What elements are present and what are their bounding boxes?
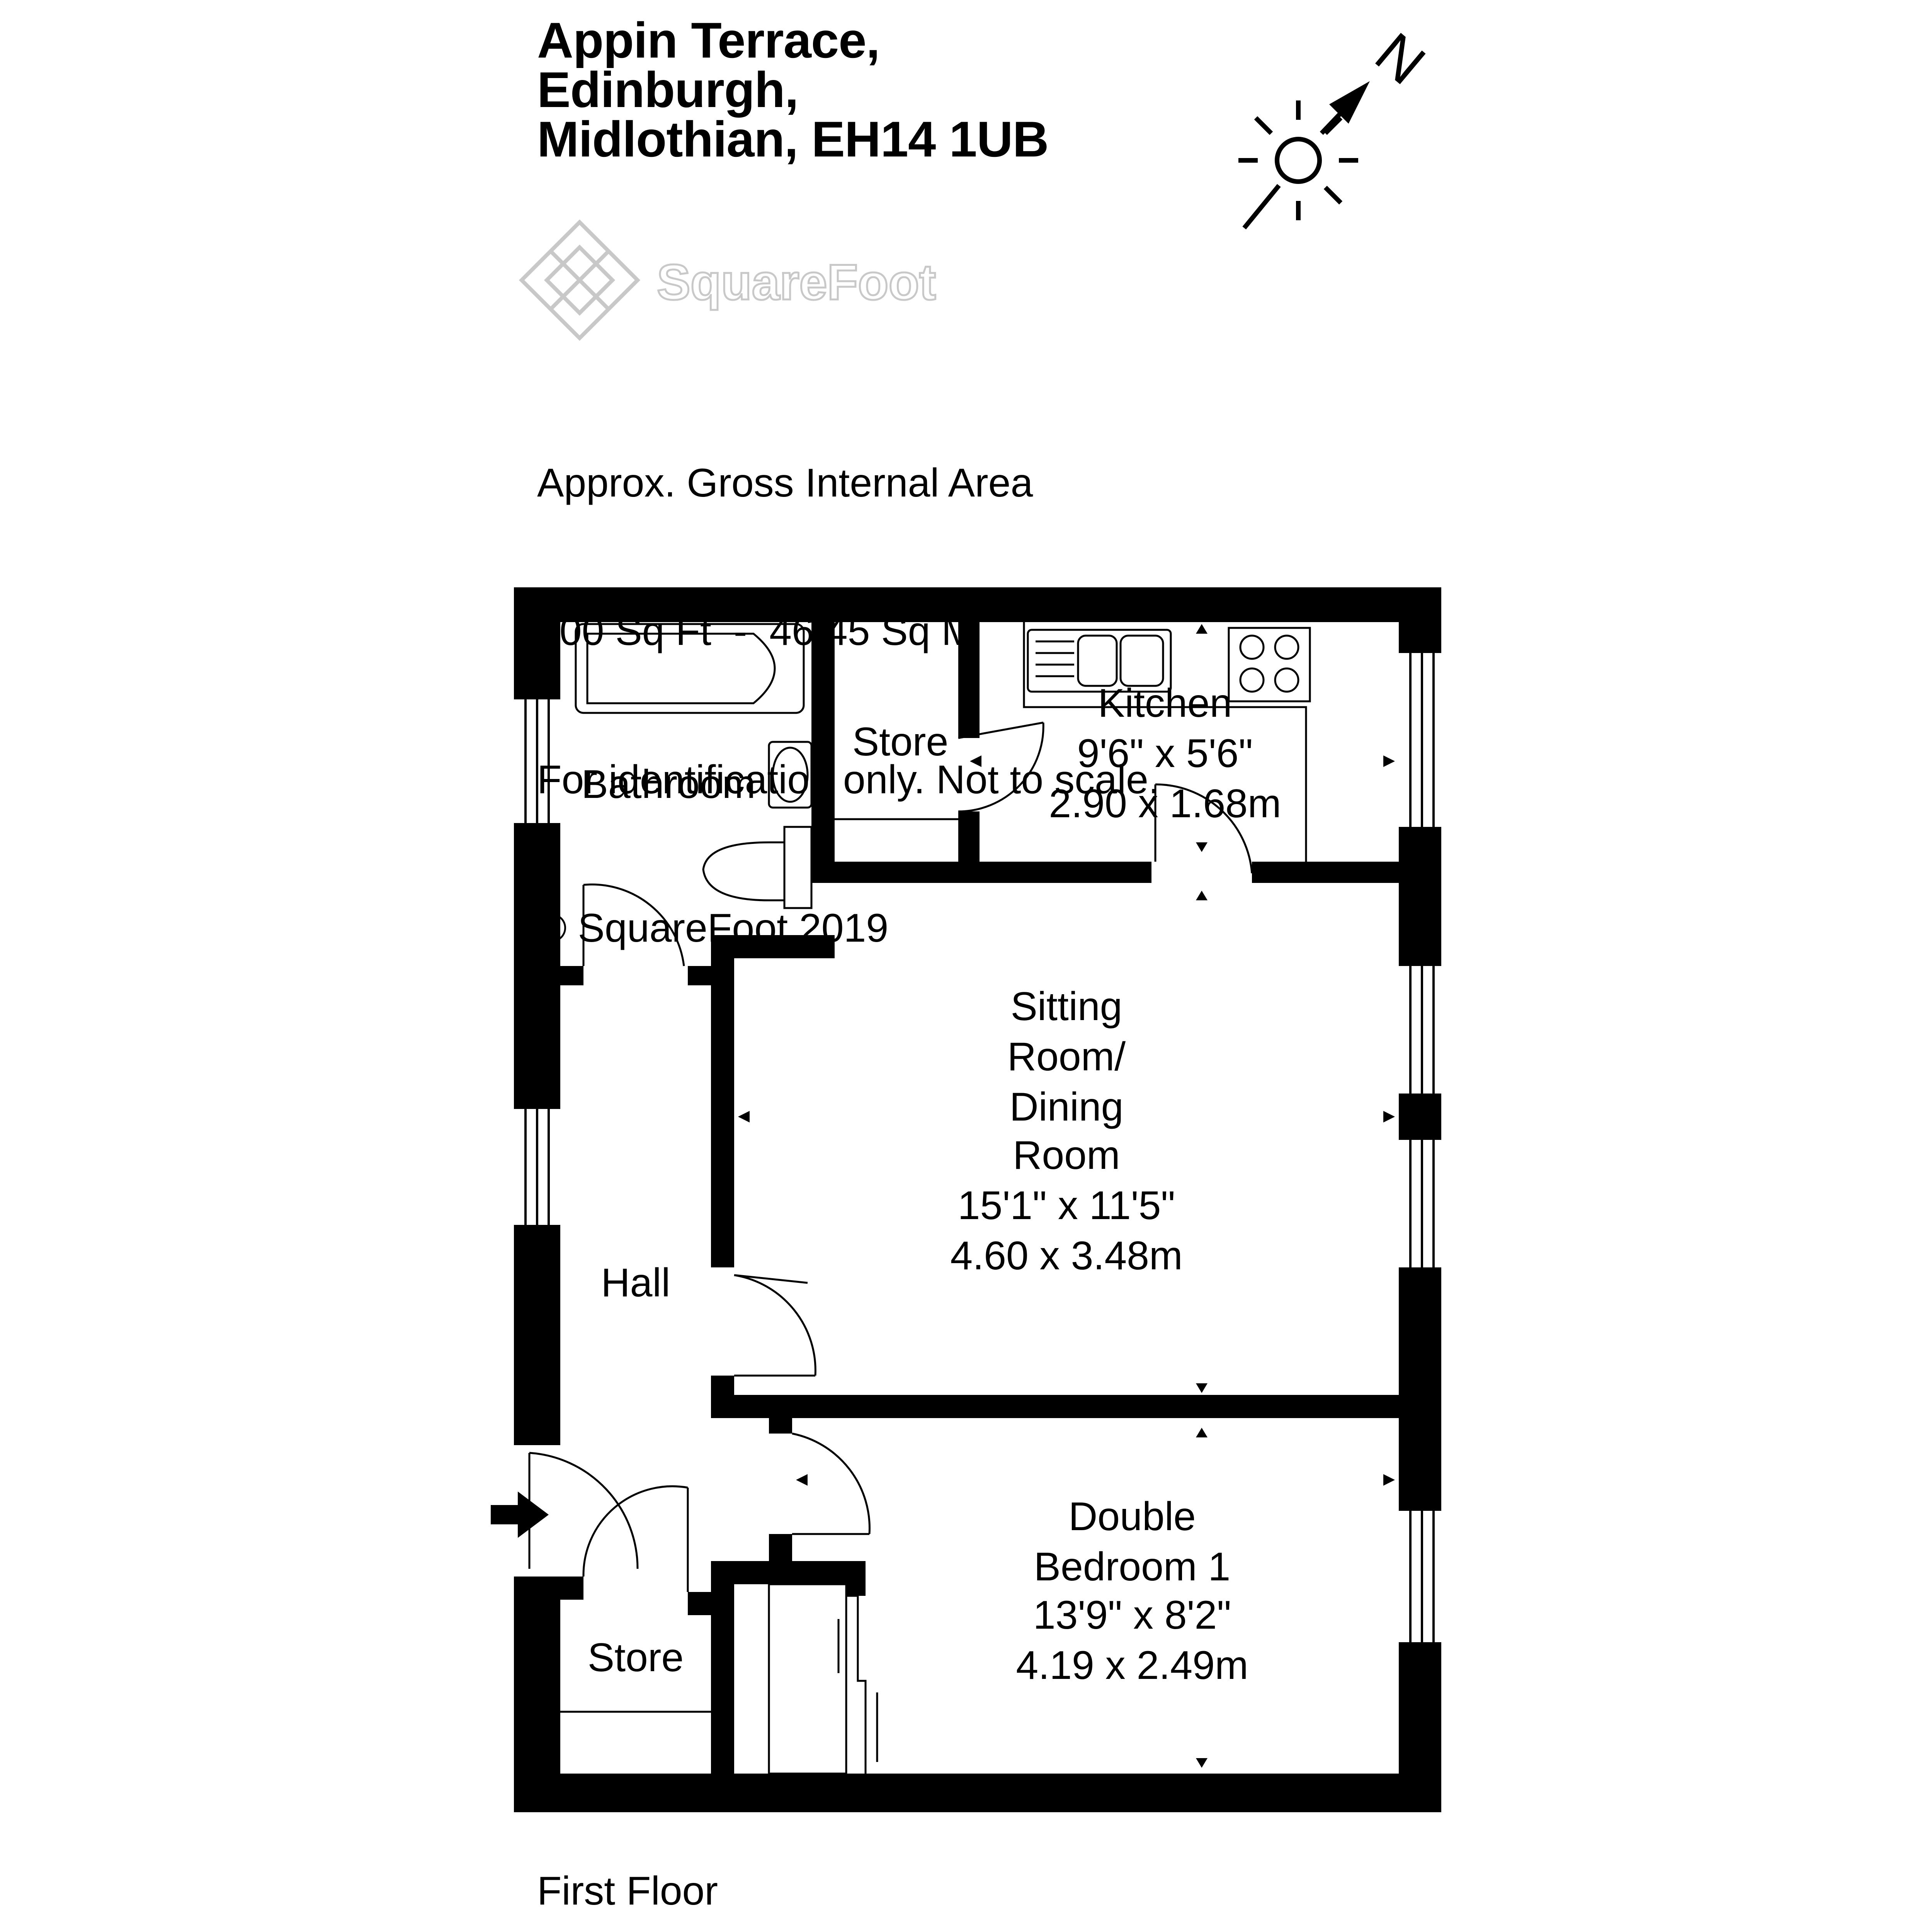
address-line-3: Midlothian, EH14 1UB <box>537 111 1049 167</box>
bedroom-label-line-1: Double <box>1068 1494 1196 1539</box>
kitchen-dimensions-imperial: 9'6" x 5'6" <box>1077 731 1253 776</box>
toilet-icon <box>702 826 813 909</box>
sitting-label-line-4: Room <box>1013 1133 1120 1178</box>
bathroom-label: Bathroom <box>582 762 756 807</box>
store-top-label: Store <box>852 719 949 764</box>
entrance-arrow-icon <box>491 1492 549 1538</box>
windows <box>524 653 1435 1642</box>
kitchen-dimensions-metric: 2.90 x 1.68m <box>1049 781 1281 826</box>
logo-diamond-icon <box>519 219 641 341</box>
area-info-block: Approx. Gross Internal Area 500 Sq Ft - … <box>537 359 1160 1002</box>
logo-text: SquareFoot <box>657 254 936 310</box>
fixtures <box>560 622 1311 1777</box>
hall-label: Hall <box>601 1260 670 1305</box>
sitting-label-line-1: Sitting <box>1010 984 1122 1029</box>
sitting-dimensions-imperial: 15'1" x 11'5" <box>958 1183 1175 1228</box>
bathtub-icon <box>575 623 805 714</box>
dimension-markers <box>738 624 1395 1768</box>
address-block: Appin Terrace, Edinburgh, Midlothian, EH… <box>537 12 1049 167</box>
address-line-1: Appin Terrace, <box>537 12 880 68</box>
store-bottom-label: Store <box>588 1635 684 1680</box>
kitchen-worktop <box>1023 622 1307 862</box>
wardrobe <box>768 1583 878 1777</box>
bedroom-label-line-2: Bedroom 1 <box>1034 1544 1231 1589</box>
compass-north-icon: N <box>1238 20 1437 230</box>
sitting-label-line-3: Dining <box>1010 1085 1124 1129</box>
compass-letter: N <box>1364 20 1437 97</box>
bedroom-dimensions-metric: 4.19 x 2.49m <box>1016 1643 1248 1688</box>
hob-icon <box>1228 627 1311 702</box>
area-info-line-3: For identification only. Not to scale. <box>537 757 1160 802</box>
doors <box>528 721 1253 1592</box>
sitting-label-line-2: Room/ <box>1007 1034 1126 1079</box>
kitchen-sink-icon <box>1027 629 1172 693</box>
basin-icon <box>768 741 813 809</box>
bedroom-dimensions-imperial: 13'9" x 8'2" <box>1033 1593 1231 1638</box>
address-line-2: Edinburgh, <box>537 61 799 118</box>
room-labels: Bathroom Store Kitchen 9'6" x 5'6" 2.90 … <box>582 681 1281 1688</box>
area-info-line-1: Approx. Gross Internal Area <box>537 461 1033 505</box>
kitchen-label: Kitchen <box>1098 681 1232 726</box>
floor-label: First Floor <box>537 1869 718 1913</box>
sitting-dimensions-metric: 4.60 x 3.48m <box>950 1233 1182 1278</box>
squarefoot-logo: SquareFoot <box>519 219 937 341</box>
walls <box>514 587 1441 1812</box>
